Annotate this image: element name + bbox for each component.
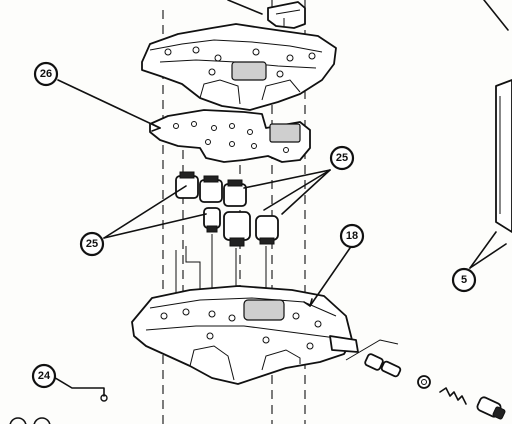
- callout-25-upper: 25: [329, 145, 355, 171]
- top-bracket: [227, 0, 306, 29]
- callout-25-upper-label: 25: [336, 152, 348, 164]
- spacer-plate: [149, 109, 311, 163]
- solenoid-6: [255, 215, 279, 245]
- solenoid-2: [199, 175, 223, 203]
- solenoid-group: [175, 171, 279, 247]
- bottom-edge-marks: [9, 417, 51, 424]
- upper-valve-body: [141, 23, 337, 111]
- callout-5: 5: [451, 267, 477, 293]
- callout-18: 18: [339, 223, 365, 249]
- callout-24: 24: [31, 363, 57, 389]
- leader-lines: [51, 79, 507, 397]
- callout-25-lower: 25: [79, 231, 105, 257]
- callout-24-label: 24: [38, 370, 51, 382]
- solenoid-5: [223, 211, 251, 247]
- callout-25-lower-label: 25: [86, 238, 98, 250]
- callout-26-label: 26: [40, 68, 52, 80]
- callout-26: 26: [33, 61, 59, 87]
- callout-5-label: 5: [461, 274, 467, 286]
- lower-valve-body: [131, 285, 359, 385]
- valve-train: [345, 339, 506, 420]
- solenoid-4: [203, 207, 221, 233]
- right-edge-part: [483, 0, 512, 233]
- solenoid-1: [175, 171, 199, 199]
- callout-18-label: 18: [346, 230, 358, 242]
- solenoid-3: [223, 179, 247, 207]
